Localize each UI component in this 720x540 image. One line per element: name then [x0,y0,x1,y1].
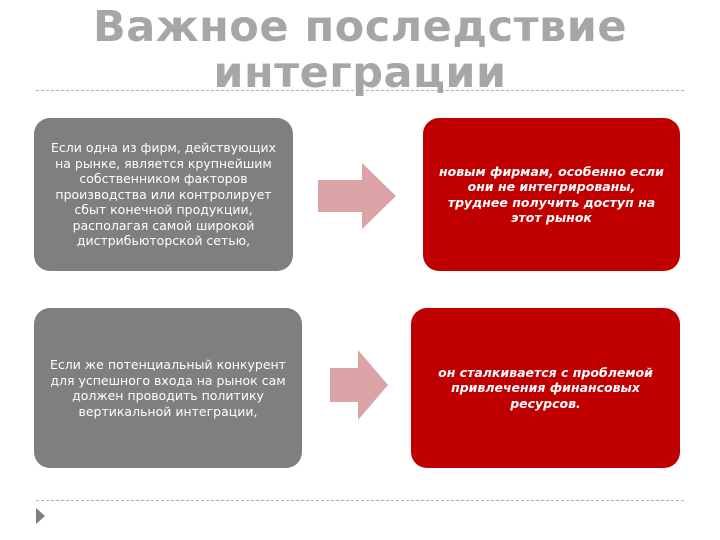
cause-box-2: Если же потенциальный конкурент для успе… [34,308,302,468]
cause-text-2: Если же потенциальный конкурент для успе… [50,357,286,419]
top-divider [36,90,684,91]
arrow-right-icon-1 [318,163,396,229]
effect-box-2: он сталкивается с проблемой привлечения … [411,308,680,468]
arrow-right-icon-2 [330,350,388,420]
title-line-1: Важное последствие [92,2,627,52]
effect-box-1: новым фирмам, особенно если они не интег… [423,118,680,271]
title-line-2: интеграции [213,48,507,98]
slide-title: Важное последствие интеграции [0,4,720,96]
cause-box-1: Если одна из фирм, действующих на рынке,… [34,118,293,271]
bottom-divider [36,500,684,501]
effect-text-2: он сталкивается с проблемой привлечения … [438,364,653,411]
effect-text-1: новым фирмам, особенно если они не интег… [439,163,664,226]
play-triangle-icon [36,508,45,524]
cause-text-1: Если одна из фирм, действующих на рынке,… [50,140,276,249]
